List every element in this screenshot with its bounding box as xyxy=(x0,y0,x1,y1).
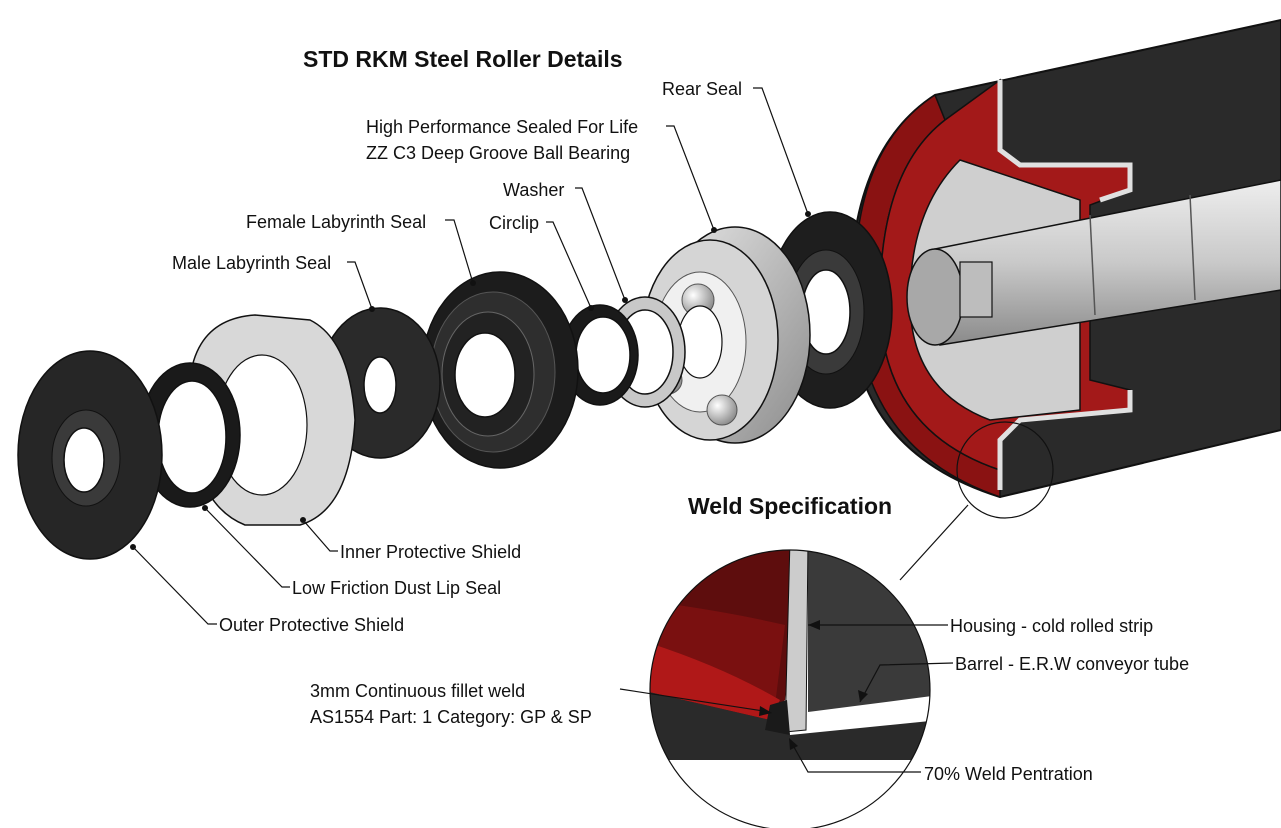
label-male-labyrinth: Male Labyrinth Seal xyxy=(172,253,331,273)
ball-bearing xyxy=(641,226,811,444)
label-outer-shield: Outer Protective Shield xyxy=(219,615,404,635)
label-housing: Housing - cold rolled strip xyxy=(950,616,1153,636)
label-penetration: 70% Weld Pentration xyxy=(924,764,1093,784)
label-barrel: Barrel - E.R.W conveyor tube xyxy=(955,654,1189,674)
label-circlip: Circlip xyxy=(489,213,539,233)
female-labyrinth-seal xyxy=(421,271,579,469)
label-fillet-line2: AS1554 Part: 1 Category: GP & SP xyxy=(310,707,592,727)
weld-spec-title: Weld Specification xyxy=(688,493,892,519)
label-inner-shield: Inner Protective Shield xyxy=(340,542,521,562)
roller-barrel xyxy=(848,18,1281,499)
outer-protective-shield xyxy=(17,350,163,560)
label-washer: Washer xyxy=(503,180,564,200)
label-fillet-line1: 3mm Continuous fillet weld xyxy=(310,681,525,701)
label-bearing-line1: High Performance Sealed For Life xyxy=(366,117,638,137)
label-dust-seal: Low Friction Dust Lip Seal xyxy=(292,578,501,598)
diagram-title: STD RKM Steel Roller Details xyxy=(303,46,623,72)
label-bearing-line2: ZZ C3 Deep Groove Ball Bearing xyxy=(366,143,630,163)
label-rear-seal: Rear Seal xyxy=(662,79,742,99)
weld-detail-view xyxy=(650,550,930,828)
label-female-labyrinth: Female Labyrinth Seal xyxy=(246,212,426,232)
detail-source-circle xyxy=(956,421,1054,519)
circlip xyxy=(561,304,639,406)
